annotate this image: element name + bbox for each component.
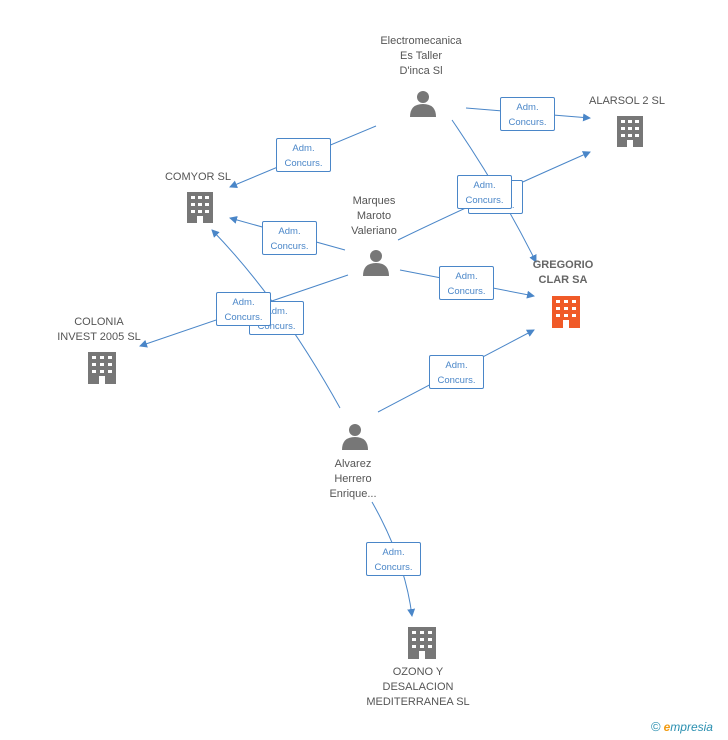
node-label-marques[interactable]: Marques Maroto Valeriano bbox=[351, 194, 397, 239]
edge-label-line2: Concurs. bbox=[257, 321, 296, 332]
edge-label-line1: Adm. bbox=[516, 102, 539, 113]
node-label-alarsol[interactable]: ALARSOL 2 SL bbox=[589, 94, 665, 109]
edge-label-line1: Adm. bbox=[382, 547, 405, 558]
node-label-ozono[interactable]: OZONO Y DESALACION MEDITERRANEA SL bbox=[366, 665, 469, 710]
building-icon-alarsol bbox=[617, 116, 643, 147]
node-label-line: MEDITERRANEA SL bbox=[366, 696, 470, 708]
edge-label-line1: Adm. bbox=[473, 180, 496, 191]
node-label-line: Marques bbox=[352, 195, 396, 207]
building-icon-ozono bbox=[408, 627, 436, 659]
edge-label-line2: Concurs. bbox=[447, 286, 486, 297]
edge-label-line2: Concurs. bbox=[224, 312, 263, 323]
brand-initial: e bbox=[663, 720, 671, 734]
edge-label-electromecanica-comyor[interactable]: Adm. Concurs. bbox=[276, 138, 331, 172]
node-label-line: Enrique... bbox=[329, 488, 377, 500]
node-label-line: Valeriano bbox=[351, 225, 397, 237]
building-icon-colonia bbox=[88, 352, 116, 384]
node-label-colonia[interactable]: COLONIA INVEST 2005 SL bbox=[57, 315, 141, 345]
edge-label-alvarez-gregorio[interactable]: Adm. Concurs. bbox=[429, 355, 484, 389]
edge-label-electromecanica-gregorio[interactable]: Adm. Concurs. bbox=[457, 175, 512, 209]
node-label-line: Alvarez bbox=[334, 458, 372, 470]
node-label-line: DESALACION bbox=[382, 681, 454, 693]
edge-label-electromecanica-alarsol[interactable]: Adm. Concurs. bbox=[500, 97, 555, 131]
edge-label-line2: Concurs. bbox=[374, 562, 413, 573]
person-icon-alvarez bbox=[342, 424, 368, 450]
edge-label-line1: Adm. bbox=[278, 226, 301, 237]
edge-label-line1: Adm. bbox=[265, 306, 288, 317]
edge-label-line2: Concurs. bbox=[270, 241, 309, 252]
edge-label-line2: Concurs. bbox=[284, 158, 323, 169]
edge-label-line1: Adm. bbox=[445, 360, 468, 371]
edge-label-line1: Adm. bbox=[292, 143, 315, 154]
edge-label-marques-colonia[interactable]: Adm. Concurs. bbox=[216, 292, 271, 326]
edge-label-line1: Adm. bbox=[232, 297, 255, 308]
node-label-line: COLONIA bbox=[74, 316, 124, 328]
building-icon-gregorio bbox=[552, 296, 580, 328]
edge-label-line2: Concurs. bbox=[508, 117, 547, 128]
brand-name: mpresia bbox=[670, 720, 713, 734]
person-icon-electromecanica bbox=[410, 91, 436, 117]
edge-label-marques-comyor[interactable]: Adm. Concurs. bbox=[262, 221, 317, 255]
node-label-line: Es Taller bbox=[400, 50, 442, 62]
node-label-line: COMYOR SL bbox=[164, 171, 232, 183]
node-label-line: Maroto bbox=[356, 210, 392, 222]
node-label-gregorio[interactable]: GREGORIO CLAR SA bbox=[533, 258, 594, 288]
edge-label-line2: Concurs. bbox=[437, 375, 476, 386]
node-label-alvarez[interactable]: Alvarez Herrero Enrique... bbox=[329, 457, 376, 502]
empresia-logo[interactable]: ©empresia bbox=[651, 719, 713, 734]
copyright-icon: © bbox=[651, 719, 661, 734]
edge-label-marques-gregorio[interactable]: Adm. Concurs. bbox=[439, 266, 494, 300]
node-label-line: D'inca Sl bbox=[399, 65, 443, 77]
node-label-line: GREGORIO bbox=[532, 259, 594, 271]
node-label-line: OZONO Y bbox=[392, 666, 444, 678]
person-icon-marques bbox=[363, 250, 389, 276]
node-label-electromecanica[interactable]: Electromecanica Es Taller D'inca Sl bbox=[380, 34, 461, 79]
node-label-comyor[interactable]: COMYOR SL bbox=[165, 170, 231, 185]
edge-label-line1: Adm. bbox=[455, 271, 478, 282]
building-icon-comyor bbox=[187, 192, 213, 223]
node-label-line: INVEST 2005 SL bbox=[57, 331, 141, 343]
node-label-line: ALARSOL 2 SL bbox=[588, 95, 666, 107]
node-label-line: Electromecanica bbox=[380, 35, 462, 47]
edge-label-line2: Concurs. bbox=[465, 195, 504, 206]
node-label-line: CLAR SA bbox=[538, 274, 588, 286]
edge-label-alvarez-ozono[interactable]: Adm. Concurs. bbox=[366, 542, 421, 576]
node-label-line: Herrero bbox=[334, 473, 372, 485]
